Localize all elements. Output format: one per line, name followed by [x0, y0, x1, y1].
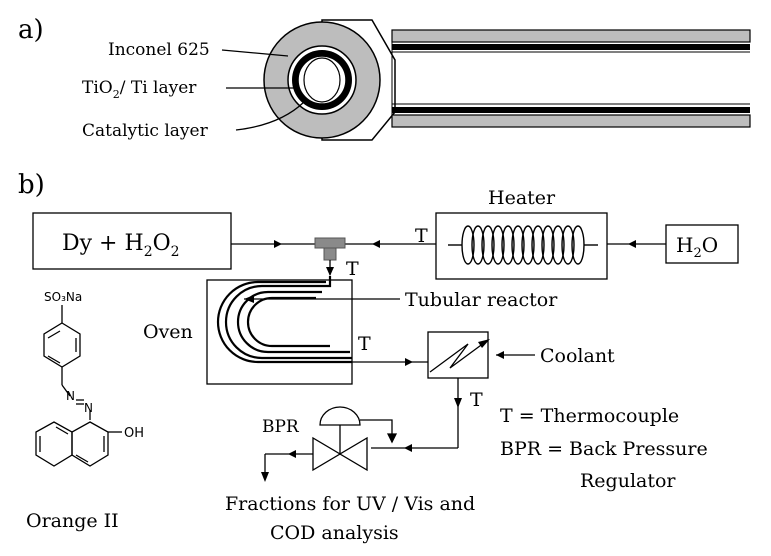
tube-length: [391, 29, 751, 128]
reagent-box: [32, 212, 232, 270]
reagent-label: Dy + H2O2: [62, 231, 180, 260]
panel-b-tag: b): [18, 170, 45, 200]
legend-thermocouple: T = Thermocouple: [500, 405, 679, 427]
thermocouple-t1: T: [415, 225, 428, 247]
azo-n2: N: [84, 401, 93, 415]
panel-a-tag: a): [18, 15, 44, 45]
heater-coil: [448, 225, 598, 265]
water-label: H2O: [676, 233, 718, 261]
thermocouple-t4: T: [470, 389, 483, 411]
orange-ii-label: Orange II: [26, 510, 119, 532]
mixing-tee: [314, 237, 346, 249]
azo-n1: N: [66, 389, 75, 403]
label-catalytic: Catalytic layer: [82, 121, 209, 141]
fractions-line1: Fractions for UV / Vis and: [225, 493, 475, 515]
label-inconel: Inconel 625: [108, 40, 210, 60]
thermocouple-t2: T: [346, 258, 359, 280]
oven-label: Oven: [143, 321, 193, 343]
legend-regulator: Regulator: [580, 470, 676, 492]
cooler-box: [427, 331, 489, 379]
label-tio2-ti: TiO2/ Ti layer: [82, 78, 197, 101]
water-box: [665, 224, 739, 264]
tubular-reactor-label: Tubular reactor: [405, 289, 558, 311]
orange-ii-structure: [35, 305, 122, 467]
fractions-line2: COD analysis: [270, 522, 399, 544]
legend-bpr: BPR = Back Pressure: [500, 438, 708, 460]
so3na-label: SO₃Na: [44, 290, 82, 304]
thermocouple-t3: T: [358, 333, 371, 355]
bpr-valve: [312, 406, 398, 472]
heater-label: Heater: [488, 187, 556, 209]
bpr-label: BPR: [262, 417, 300, 437]
oh-label: OH: [124, 426, 144, 441]
coolant-label: Coolant: [540, 345, 615, 367]
tube-cross-section: [263, 19, 396, 141]
